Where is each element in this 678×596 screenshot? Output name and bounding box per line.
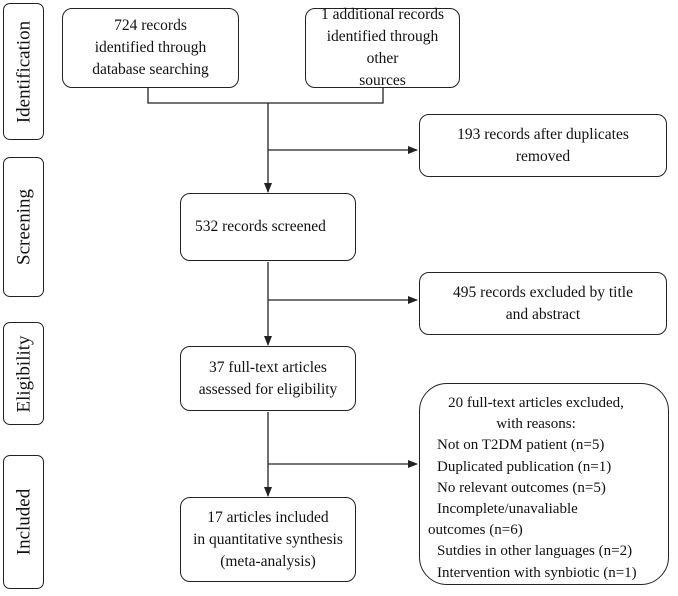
stage-screening-label: Screening: [13, 189, 34, 265]
exclusion-reason: Intervention with synbiotic (n=1): [437, 564, 637, 581]
fulltext-assessed-box: 37 full-text articles assessed for eligi…: [180, 346, 356, 411]
exclusion-reason-continuation: outcomes (n=6): [428, 522, 523, 539]
exclusion-reason: Not on T2DM patient (n=5): [437, 437, 605, 454]
stage-eligibility-label: Eligibility: [13, 334, 34, 413]
exclusion-reasons-list: Not on T2DM patient (n=5) Duplicated pub…: [428, 435, 662, 583]
exclusion-reason: No relevant outcomes (n=5): [437, 479, 606, 496]
database-records-box: 724 records identified through database …: [62, 8, 239, 88]
records-screened-box: 532 records screened: [180, 193, 356, 261]
stage-screening: Screening: [3, 157, 44, 297]
studies-included-box: 17 articles included in quantitative syn…: [180, 497, 356, 582]
excluded-title-abstract-box: 495 records excluded by title and abstra…: [419, 272, 667, 335]
exclusion-reason: Duplicated publication (n=1): [437, 458, 612, 475]
other-records-box: 1 additional records identified through …: [305, 6, 460, 89]
exclusion-reason: Sutdies in other languages (n=2): [437, 543, 633, 560]
stage-identification: Identification: [3, 3, 44, 140]
stage-identification-label: Identification: [13, 20, 34, 123]
merge-connector: [147, 88, 384, 104]
stage-eligibility: Eligibility: [3, 322, 44, 425]
fulltext-excluded-box: 20 full-text articles excluded, with rea…: [419, 383, 669, 585]
fulltext-excluded-header: 20 full-text articles excluded, with rea…: [448, 395, 624, 433]
stage-included-label: Included: [13, 488, 34, 556]
duplicates-removed-box: 193 records after duplicates removed: [419, 114, 667, 177]
exclusion-reason: Incomplete/unavaliable: [437, 501, 578, 518]
stage-included: Included: [3, 455, 44, 589]
